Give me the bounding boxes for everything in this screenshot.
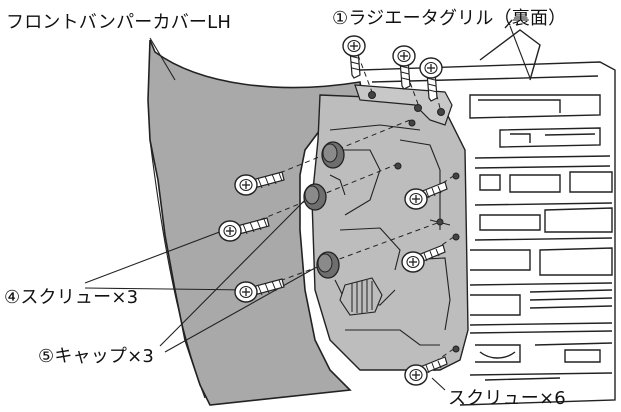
mounting-holes [368,91,460,353]
clip-hatch [339,277,383,316]
cap-x3-label: ⑤キャップ×3 [38,346,155,367]
screw [234,171,285,196]
screw [218,217,270,242]
leader-grille [509,25,531,79]
screw [401,244,446,273]
screw [404,356,448,386]
leader-cap3-b [164,267,316,353]
screws-top-group [342,35,443,102]
screw [392,45,416,90]
cap [321,141,345,169]
front-bumper-cover-label: フロントバンパーカバーLH [6,12,232,33]
screw [419,57,443,102]
screw [234,278,285,303]
bumper-cover-drawing [147,39,469,406]
leader-screw3-b [84,287,251,291]
screw [342,35,366,79]
leader-cover [149,37,176,81]
screws-left-group [218,171,285,303]
screw-x6-label: スクリュー×6 [448,388,566,409]
radiator-grille-label: ①ラジエータグリル（裏面） [332,8,567,29]
leader-lines [84,25,531,391]
radiator-grille-drawing [359,19,616,406]
screw-x3-label: ④スクリュー×3 [4,287,139,308]
leader-cap3-a [159,199,306,347]
screw [404,181,448,210]
caps [303,141,345,279]
screws-right-group [401,181,448,386]
leader-screw3-a [84,227,231,284]
cap [303,183,327,211]
leader-screw6 [431,377,446,391]
cap [316,251,340,279]
mounting-bracket [311,94,469,371]
